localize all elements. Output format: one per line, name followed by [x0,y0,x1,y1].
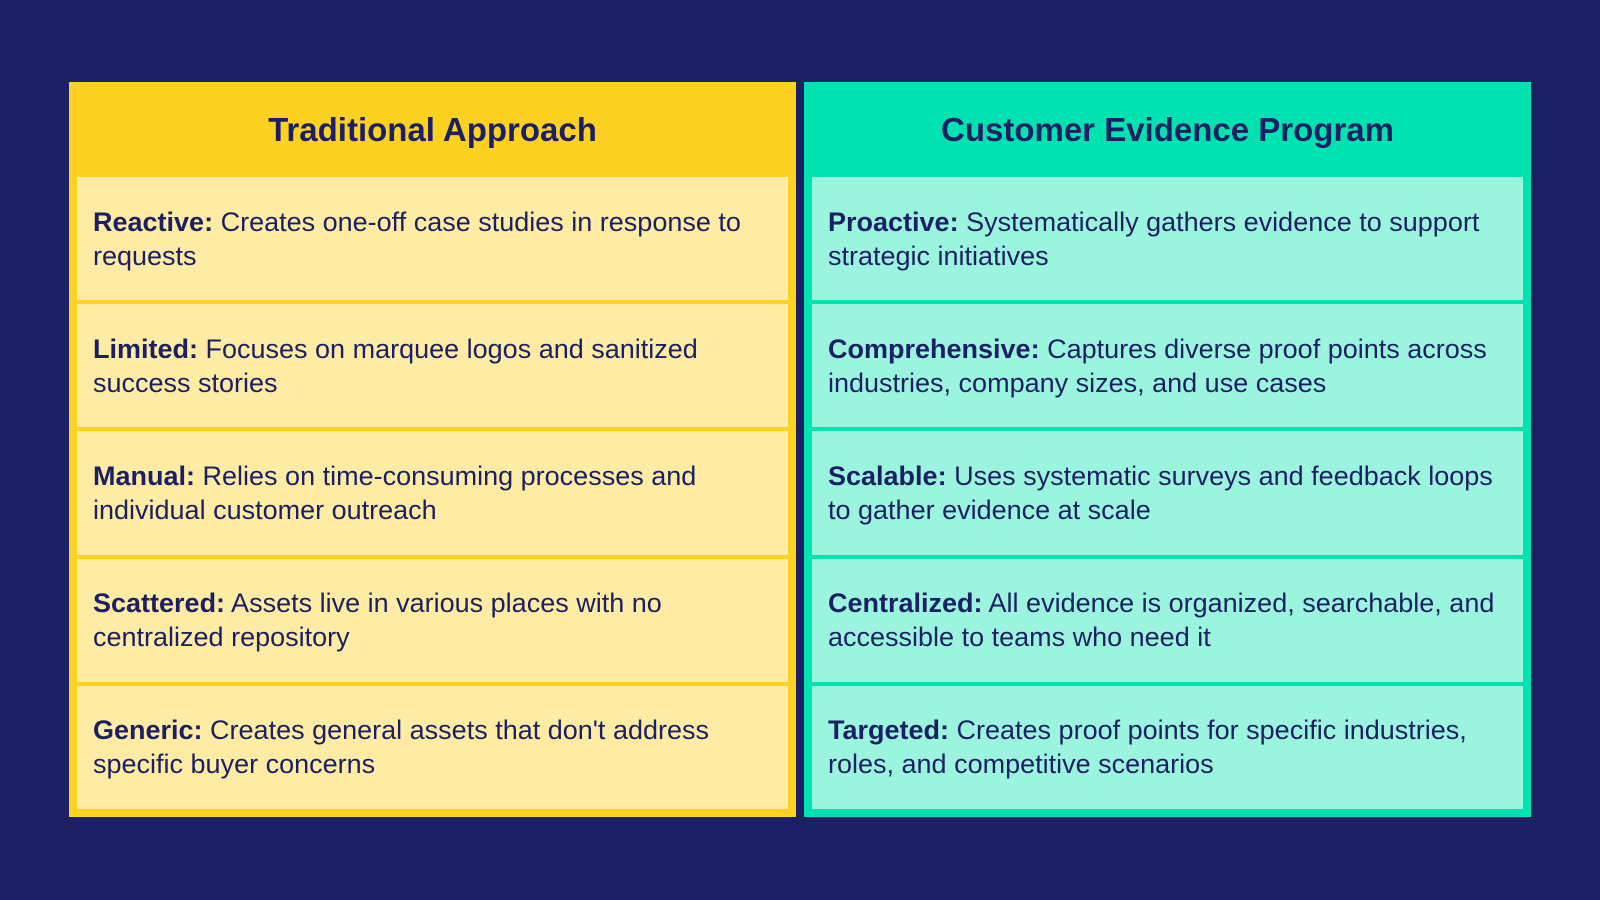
program-row-targeted: Targeted: Creates proof points for speci… [812,685,1523,810]
customer-evidence-program-rows: Proactive: Systematically gathers eviden… [812,177,1523,810]
traditional-approach-title: Traditional Approach [268,110,597,148]
traditional-row-generic: Generic: Creates general assets that don… [77,685,788,810]
row-description: Assets live in various places with no ce… [93,588,662,653]
traditional-approach-rows: Reactive: Creates one-off case studies i… [77,177,788,810]
program-row-proactive: Proactive: Systematically gathers eviden… [812,177,1523,301]
program-row-centralized: Centralized: All evidence is organized, … [812,558,1523,682]
row-term: Proactive: [828,206,959,237]
row-text: Manual: Relies on time-consuming process… [93,459,772,527]
row-description: Captures diverse proof points across ind… [828,333,1487,398]
customer-evidence-program-column: Customer Evidence Program Proactive: Sys… [804,82,1531,817]
row-term: Centralized: [828,588,983,619]
row-term: Generic: [93,715,203,746]
row-text: Comprehensive: Captures diverse proof po… [828,332,1507,400]
row-text: Generic: Creates general assets that don… [93,713,772,781]
row-text: Centralized: All evidence is organized, … [828,586,1507,654]
row-description: Creates general assets that don't addres… [93,715,709,780]
program-row-scalable: Scalable: Uses systematic surveys and fe… [812,431,1523,555]
row-description: Uses systematic surveys and feedback loo… [828,461,1493,525]
row-term: Scattered: [93,588,226,619]
row-term: Targeted: [828,715,950,746]
traditional-row-scattered: Scattered: Assets live in various places… [77,558,788,682]
row-text: Reactive: Creates one-off case studies i… [93,205,772,273]
row-term: Scalable: [828,461,947,491]
row-term: Comprehensive: [828,333,1040,364]
row-text: Scattered: Assets live in various places… [93,586,772,654]
row-term: Manual: [93,461,196,491]
row-description: Relies on time-consuming processes and i… [93,461,697,525]
row-text: Targeted: Creates proof points for speci… [828,713,1507,781]
traditional-row-manual: Manual: Relies on time-consuming process… [77,431,788,555]
row-description: All evidence is organized, searchable, a… [828,588,1495,653]
row-description: Creates proof points for specific indust… [828,715,1467,780]
program-row-comprehensive: Comprehensive: Captures diverse proof po… [812,304,1523,428]
row-description: Creates one-off case studies in response… [93,206,741,271]
row-text: Limited: Focuses on marquee logos and sa… [93,332,772,400]
row-description: Focuses on marquee logos and sanitized s… [93,333,698,398]
traditional-row-limited: Limited: Focuses on marquee logos and sa… [77,304,788,428]
row-term: Limited: [93,333,198,364]
traditional-approach-column: Traditional Approach Reactive: Creates o… [69,82,796,817]
row-text: Proactive: Systematically gathers eviden… [828,205,1507,273]
row-text: Scalable: Uses systematic surveys and fe… [828,459,1507,527]
row-term: Reactive: [93,206,214,237]
row-description: Systematically gathers evidence to suppo… [828,206,1480,271]
customer-evidence-program-title: Customer Evidence Program [941,110,1394,148]
traditional-row-reactive: Reactive: Creates one-off case studies i… [77,177,788,301]
